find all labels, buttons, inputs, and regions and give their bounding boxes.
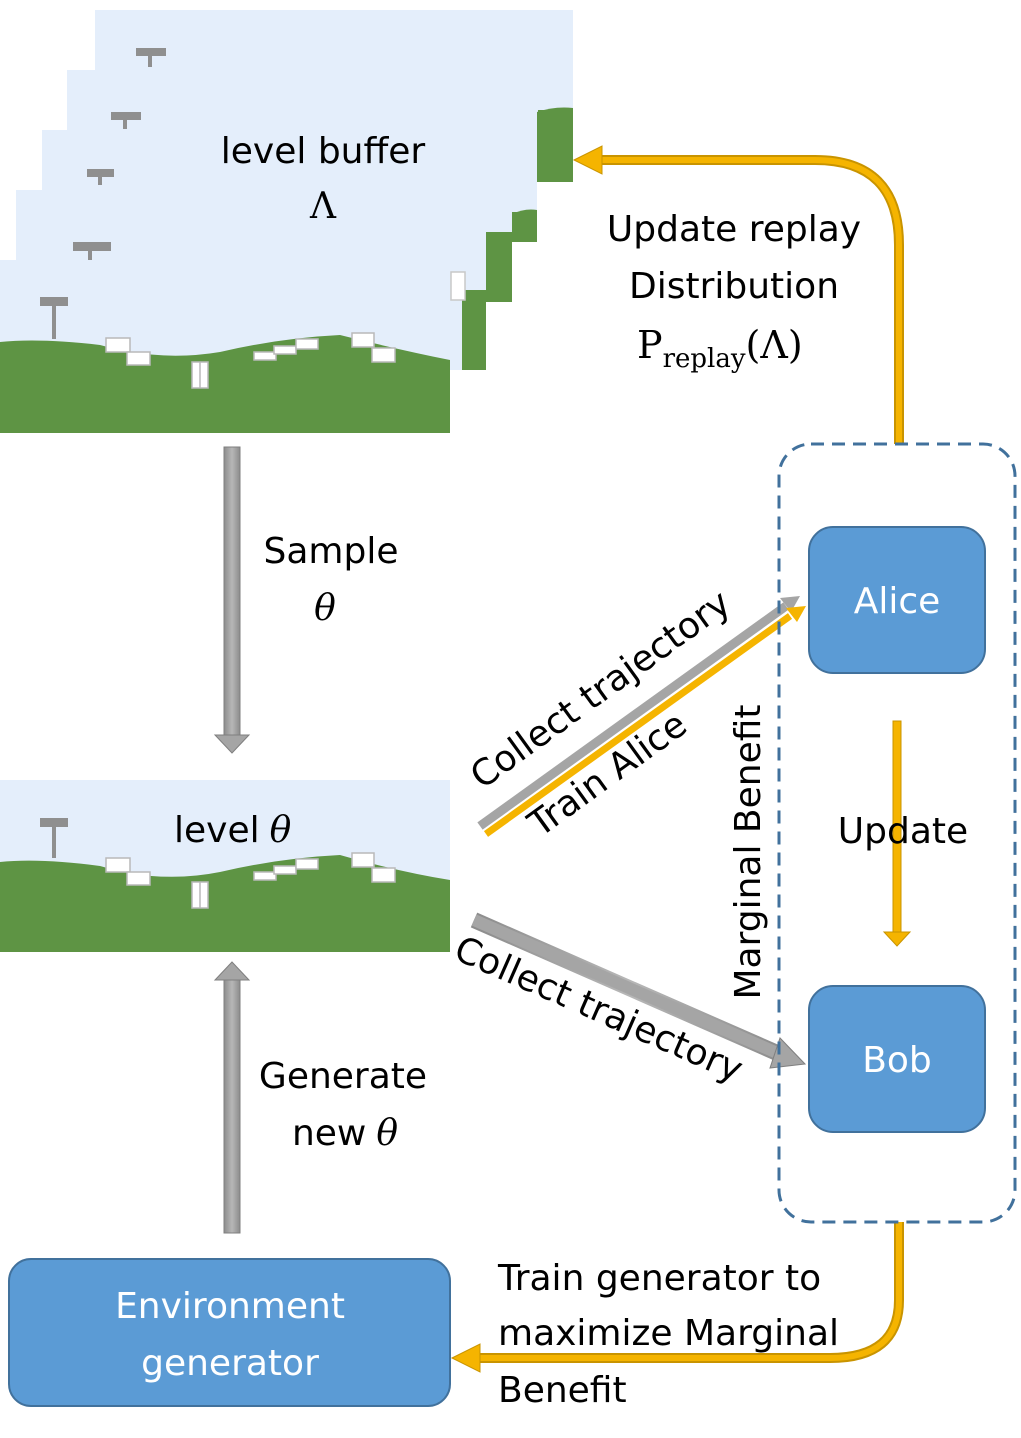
update-replay-label: Update replay	[607, 209, 861, 250]
checkpoint-post-icon	[136, 48, 166, 67]
train-generator-line2: maximize Marginal	[498, 1313, 839, 1354]
checkpoint-post-icon	[87, 169, 114, 185]
alice-box[interactable]: Alice	[808, 526, 986, 674]
train-generator-line1: Train generator to	[497, 1258, 821, 1299]
sample-label: Sample	[264, 531, 399, 572]
bob-box[interactable]: Bob	[808, 985, 986, 1133]
level-buffer-title: level buffer	[221, 131, 426, 172]
collect-bob-label: Collect trajectory	[448, 929, 748, 1091]
marginal-benefit-label: Marginal Benefit	[728, 704, 769, 999]
update-arrow	[882, 720, 912, 947]
collect-bob-arrow	[470, 912, 807, 1069]
bob-label: Bob	[862, 1040, 932, 1081]
stone-steps	[105, 852, 396, 909]
collect-alice-arrow	[477, 596, 806, 837]
checkpoint-post-icon	[73, 242, 111, 260]
generate-label: Generate	[259, 1056, 427, 1097]
level-buffer-label: level buffer Λ	[221, 131, 426, 227]
stone-steps	[105, 332, 396, 389]
train-generator-line3: Benefit	[498, 1370, 627, 1411]
level-buffer-symbol: Λ	[309, 186, 337, 227]
update-replay-arrow	[572, 145, 904, 444]
agents-group-border	[777, 442, 1017, 1224]
checkpoint-post-icon	[111, 112, 141, 129]
sample-symbol: θ	[314, 588, 336, 629]
buffer-level-card-front	[0, 260, 450, 433]
p-replay-formula: Preplay(Λ)	[637, 323, 803, 374]
distribution-label: Distribution	[629, 266, 839, 307]
checkpoint-post-icon	[40, 297, 68, 339]
level-buffer-stack	[0, 10, 573, 433]
train-generator-arrow	[450, 1222, 904, 1373]
environment-generator-line1: Environment	[115, 1286, 345, 1327]
environment-generator-line2: generator	[141, 1343, 319, 1384]
alice-label: Alice	[854, 581, 941, 622]
environment-generator-box[interactable]: Environment generator	[8, 1258, 451, 1407]
checkpoint-post-icon	[40, 818, 68, 858]
generate-arrow	[213, 961, 251, 1234]
update-label: Update	[838, 811, 968, 852]
sample-arrow	[213, 446, 251, 754]
